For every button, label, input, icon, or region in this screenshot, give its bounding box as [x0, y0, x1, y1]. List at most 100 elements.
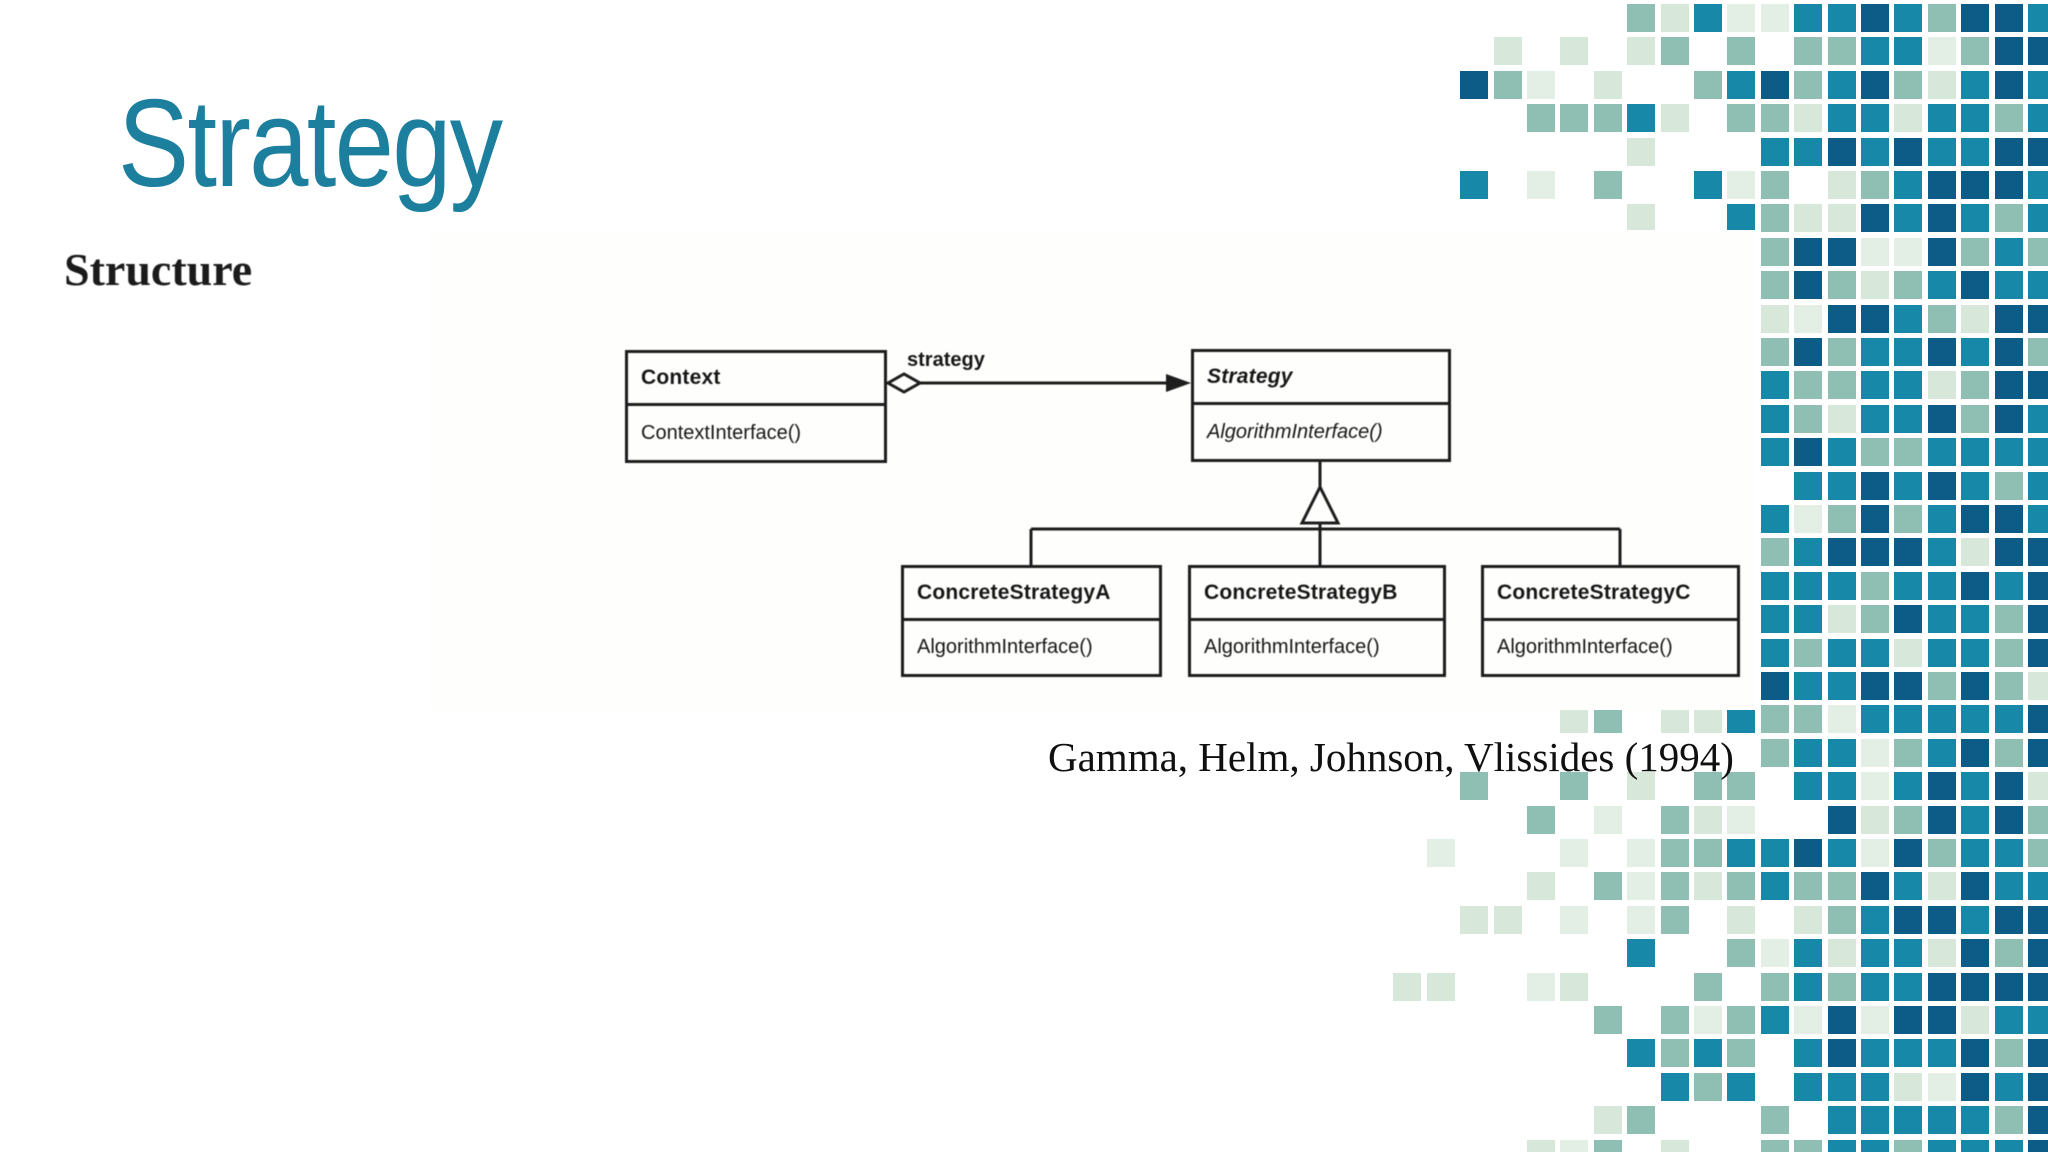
mosaic-square — [1927, 738, 1956, 767]
mosaic-square — [1861, 204, 1889, 233]
uml-class-concrete-strategy-c: ConcreteStrategyC AlgorithmInterface() — [1481, 565, 1740, 677]
mosaic-square — [1927, 571, 1956, 600]
mosaic-square — [1627, 839, 1656, 867]
mosaic-square — [1727, 905, 1756, 934]
mosaic-square — [1660, 37, 1689, 66]
mosaic-square — [1694, 70, 1722, 99]
mosaic-square — [1660, 1139, 1689, 1152]
mosaic-square — [1894, 605, 1923, 634]
mosaic-square — [1994, 171, 2023, 199]
mosaic-square — [1627, 204, 1656, 233]
mosaic-square — [1927, 237, 1956, 266]
aggregation-diamond — [884, 372, 924, 394]
mosaic-square — [1994, 1006, 2023, 1034]
mosaic-square — [1894, 672, 1923, 700]
mosaic-square — [1861, 304, 1889, 333]
mosaic-square — [1961, 338, 1990, 366]
mosaic-square — [1727, 939, 1756, 968]
mosaic-square — [2028, 805, 2048, 834]
mosaic-square — [1827, 1139, 1856, 1152]
uml-class-context: Context ContextInterface() — [625, 350, 887, 463]
mosaic-square — [1827, 371, 1856, 400]
mosaic-square — [1861, 571, 1889, 600]
mosaic-square — [1527, 1139, 1555, 1152]
mosaic-square — [1660, 1039, 1689, 1068]
mosaic-square — [1827, 404, 1856, 433]
mosaic-square — [2028, 1006, 2048, 1034]
mosaic-square — [2028, 505, 2048, 533]
association-label: strategy — [907, 349, 985, 371]
mosaic-square — [1660, 705, 1689, 734]
uml-class-name: Context — [628, 353, 884, 406]
mosaic-square — [1894, 438, 1923, 467]
mosaic-square — [2028, 905, 2048, 934]
mosaic-square — [1560, 37, 1589, 66]
mosaic-square — [1794, 371, 1823, 400]
mosaic-square — [1861, 137, 1889, 166]
mosaic-square — [1927, 438, 1956, 467]
mosaic-square — [1894, 104, 1923, 133]
mosaic-square — [1694, 772, 1722, 801]
mosaic-square — [1794, 404, 1823, 433]
mosaic-square — [1961, 438, 1990, 467]
mosaic-square — [1927, 939, 1956, 968]
mosaic-square — [1827, 471, 1856, 500]
mosaic-square — [1627, 137, 1656, 166]
mosaic-square — [1861, 338, 1889, 366]
mosaic-square — [1760, 171, 1789, 199]
mosaic-square — [1694, 705, 1722, 734]
mosaic-square — [1694, 171, 1722, 199]
mosaic-square — [2028, 872, 2048, 901]
mosaic-square — [1994, 104, 2023, 133]
mosaic-square — [1627, 37, 1656, 66]
mosaic-square — [2028, 404, 2048, 433]
mosaic-square — [2028, 1072, 2048, 1101]
mosaic-square — [2028, 438, 2048, 467]
mosaic-square — [1961, 1006, 1990, 1034]
mosaic-square — [2028, 338, 2048, 366]
mosaic-square — [1994, 905, 2023, 934]
mosaic-square — [1861, 939, 1889, 968]
mosaic-square — [1827, 204, 1856, 233]
mosaic-square — [1994, 404, 2023, 433]
mosaic-square — [2028, 4, 2048, 32]
mosaic-square — [1827, 705, 1856, 734]
mosaic-square — [1727, 772, 1756, 801]
mosaic-square — [1493, 905, 1522, 934]
mosaic-square — [1927, 271, 1956, 300]
mosaic-square — [1894, 70, 1923, 99]
mosaic-square — [1827, 237, 1856, 266]
mosaic-square — [1827, 538, 1856, 567]
mosaic-square — [1961, 137, 1990, 166]
mosaic-square — [1894, 738, 1923, 767]
mosaic-square — [1760, 237, 1789, 266]
mosaic-square — [2028, 104, 2048, 133]
mosaic-square — [1560, 104, 1589, 133]
mosaic-square — [1827, 4, 1856, 32]
mosaic-square — [1627, 1106, 1656, 1135]
mosaic-square — [1727, 805, 1756, 834]
mosaic-square — [2028, 171, 2048, 199]
mosaic-square — [1894, 571, 1923, 600]
mosaic-square — [1894, 538, 1923, 567]
mosaic-square — [1794, 571, 1823, 600]
mosaic-square — [1760, 371, 1789, 400]
mosaic-square — [1927, 37, 1956, 66]
mosaic-square — [1560, 972, 1589, 1001]
mosaic-square — [1861, 371, 1889, 400]
mosaic-square — [1760, 872, 1789, 901]
mosaic-square — [1861, 271, 1889, 300]
mosaic-square — [1894, 4, 1923, 32]
mosaic-square — [1560, 772, 1589, 801]
mosaic-square — [1827, 905, 1856, 934]
mosaic-square — [1994, 438, 2023, 467]
mosaic-square — [1961, 304, 1990, 333]
mosaic-square — [1927, 371, 1956, 400]
mosaic-square — [1961, 505, 1990, 533]
mosaic-square — [1627, 772, 1656, 801]
mosaic-square — [1593, 705, 1622, 734]
mosaic-square — [1994, 872, 2023, 901]
mosaic-square — [1794, 237, 1823, 266]
mosaic-square — [2028, 1139, 2048, 1152]
mosaic-square — [1894, 237, 1923, 266]
